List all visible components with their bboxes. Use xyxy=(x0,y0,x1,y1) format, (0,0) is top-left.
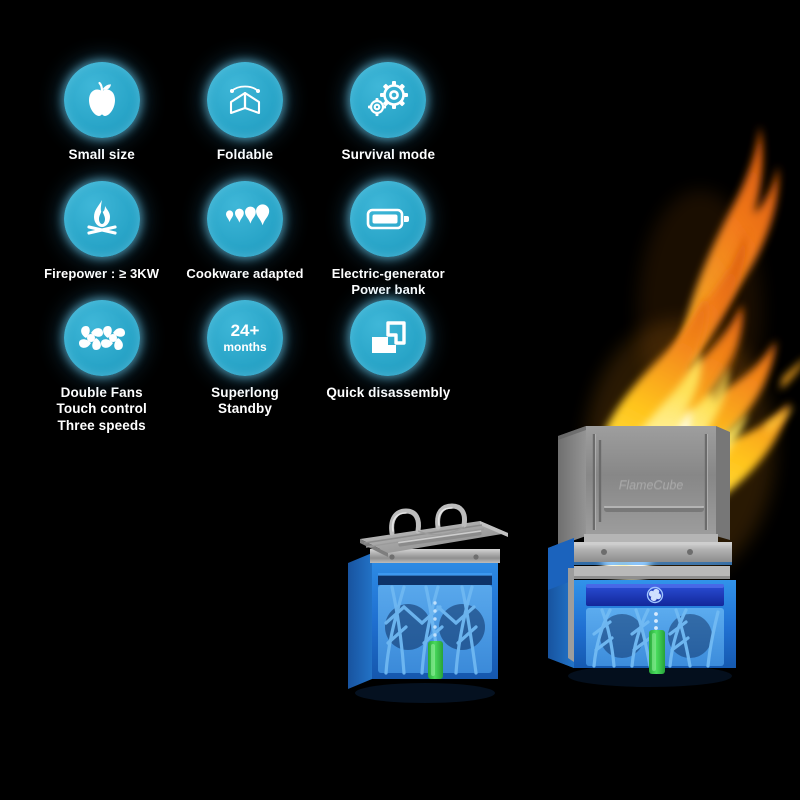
feature-cookware-adapted: Cookware adapted xyxy=(173,181,316,300)
battery-icon xyxy=(350,181,427,257)
feature-label: Firepower : ≥ 3KW xyxy=(44,266,160,281)
feature-quick-disassembly: Quick disassembly xyxy=(317,300,460,419)
feature-double-fans: Double Fans Touch control Three speeds xyxy=(30,300,173,433)
feature-foldable: Foldable xyxy=(173,62,316,181)
badge-months-unit: months xyxy=(223,340,267,355)
feature-label: Electric-generator Power bank xyxy=(331,266,445,297)
double-fan-icon xyxy=(63,300,140,376)
feature-label: Survival mode xyxy=(341,147,436,162)
assembled-stove: FlameCube FlameCube xyxy=(540,418,755,688)
feature-label: Quick disassembly xyxy=(326,385,451,400)
folded-stove xyxy=(330,503,520,703)
feature-small-size: Small size xyxy=(30,62,173,181)
cookware-sizes-icon xyxy=(206,181,283,257)
feature-label: Foldable xyxy=(216,147,274,162)
brand-emboss: FlameCube xyxy=(619,479,684,493)
foldable-panel-icon xyxy=(206,62,283,138)
feature-label: Superlong Standby xyxy=(211,385,279,417)
feature-power-bank: Electric-generator Power bank xyxy=(317,181,460,300)
feature-label: Double Fans Touch control Three speeds xyxy=(56,385,147,433)
months-text-icon: 24+ months xyxy=(206,300,283,376)
fan-glyph-icon xyxy=(646,586,664,604)
badge-months-count: 24+ xyxy=(230,321,260,341)
feature-superlong-standby: 24+ months Superlong Standby xyxy=(173,300,316,419)
svg-text:FlameCube: FlameCube xyxy=(619,478,684,492)
feature-survival-mode: Survival mode xyxy=(317,62,460,181)
feature-label: Cookware adapted xyxy=(186,266,304,281)
feature-grid: Small size Foldable xyxy=(30,62,460,433)
gears-icon xyxy=(350,62,427,138)
feature-firepower: Firepower : ≥ 3KW xyxy=(30,181,173,300)
campfire-icon xyxy=(63,181,140,257)
puzzle-blocks-icon xyxy=(350,300,427,376)
apple-icon xyxy=(63,62,140,138)
feature-label: Small size xyxy=(68,147,135,162)
